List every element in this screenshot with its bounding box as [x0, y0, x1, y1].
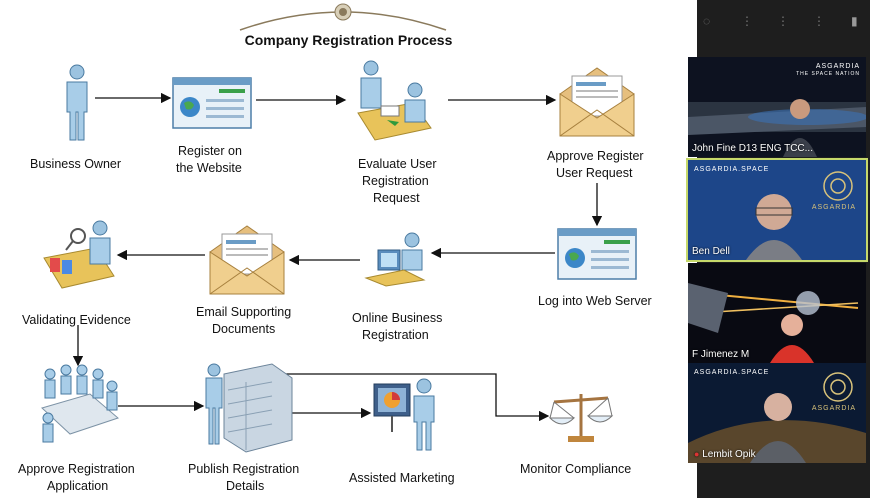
brand-sub: ASGARDIA: [811, 204, 856, 211]
panel-toolbar: ◌ ⋮ ⋮ ⋮ ▮: [697, 0, 870, 44]
label-email-docs-1: Email Supporting: [196, 305, 292, 319]
website-window-icon: [172, 77, 252, 129]
title-ornament: [239, 3, 447, 31]
envelope-icon: [559, 67, 635, 137]
label-register-website-2: the Website: [176, 161, 242, 175]
label-approve-app-1: Approve Registration: [18, 462, 135, 476]
label-email-docs-2: Documents: [212, 322, 276, 336]
label-register-website-1: Register on: [178, 144, 242, 158]
toolbar-icon[interactable]: ⋮: [813, 14, 825, 28]
participant-name: John Fine D13 ENG TCC...: [692, 143, 813, 154]
label-evaluate-1: Evaluate User: [358, 157, 437, 171]
label-publish-2: Details: [226, 479, 265, 493]
label-online-business-2: Registration: [362, 328, 429, 342]
brand-logo: ASGARDIA.SPACE: [694, 369, 770, 376]
participant-name: F Jimenez M: [692, 349, 750, 360]
label-validating: Validating Evidence: [22, 313, 131, 327]
label-publish-1: Publish Registration: [188, 462, 300, 476]
participant-tile[interactable]: ASGARDIA.SPACE ASGARDIA ● Lembit Opik: [688, 363, 866, 463]
label-monitor: Monitor Compliance: [520, 462, 632, 476]
participant-tile-active[interactable]: ASGARDIA.SPACE ASGARDIA Ben Dell: [686, 158, 868, 262]
brand-sub: THE SPACE NATION: [796, 71, 860, 77]
label-evaluate-2: Registration: [362, 174, 429, 188]
video-feed: [688, 263, 866, 363]
web-server-window-icon: [557, 228, 637, 280]
participant-name: Lembit Opik: [702, 449, 756, 460]
label-approve-register-2: User Request: [556, 166, 633, 180]
server-racks-icon: [205, 363, 293, 453]
toolbar-icon[interactable]: ▮: [851, 14, 858, 28]
toolbar-icon[interactable]: ◌: [703, 14, 711, 28]
brand-sub: ASGARDIA: [811, 405, 856, 412]
label-online-business-1: Online Business: [352, 311, 443, 325]
participant-tile[interactable]: F Jimenez M: [688, 263, 866, 363]
video-feed: [688, 57, 866, 157]
muted-mic-icon: ●: [694, 449, 700, 459]
participant-tile[interactable]: ASGARDIA THE SPACE NATION John Fine D13 …: [688, 57, 866, 157]
evaluate-desk-icon: [357, 60, 432, 141]
video-feed: [688, 363, 866, 463]
brand-logo: ASGARDIA: [815, 63, 860, 70]
participant-name-row: ● Lembit Opik: [694, 449, 756, 460]
label-evaluate-3: Request: [373, 191, 420, 205]
toolbar-icon[interactable]: ⋮: [741, 14, 753, 28]
brand-logo: ASGARDIA.SPACE: [694, 166, 770, 173]
slide-title: Company Registration Process: [244, 32, 453, 48]
label-approve-app-2: Application: [47, 479, 109, 493]
marketing-presentation-icon: [373, 378, 435, 451]
business-owner-icon: [66, 64, 88, 141]
flow-arrows: [72, 92, 603, 422]
label-assisted: Assisted Marketing: [349, 471, 455, 485]
scale-icon: [548, 394, 614, 442]
label-approve-register-1: Approve Register: [547, 149, 644, 163]
video-feed: [688, 160, 866, 260]
meeting-table-icon: [41, 364, 119, 443]
label-business-owner: Business Owner: [30, 157, 122, 171]
presentation-slide: Company Registration Process Business Ow…: [0, 0, 697, 498]
validating-evidence-icon: [43, 220, 115, 289]
participant-name: Ben Dell: [692, 246, 730, 257]
email-envelope-icon: [209, 225, 285, 295]
label-log-web-server: Log into Web Server: [538, 294, 652, 308]
toolbar-icon[interactable]: ⋮: [777, 14, 789, 28]
online-registration-icon: [364, 232, 426, 287]
